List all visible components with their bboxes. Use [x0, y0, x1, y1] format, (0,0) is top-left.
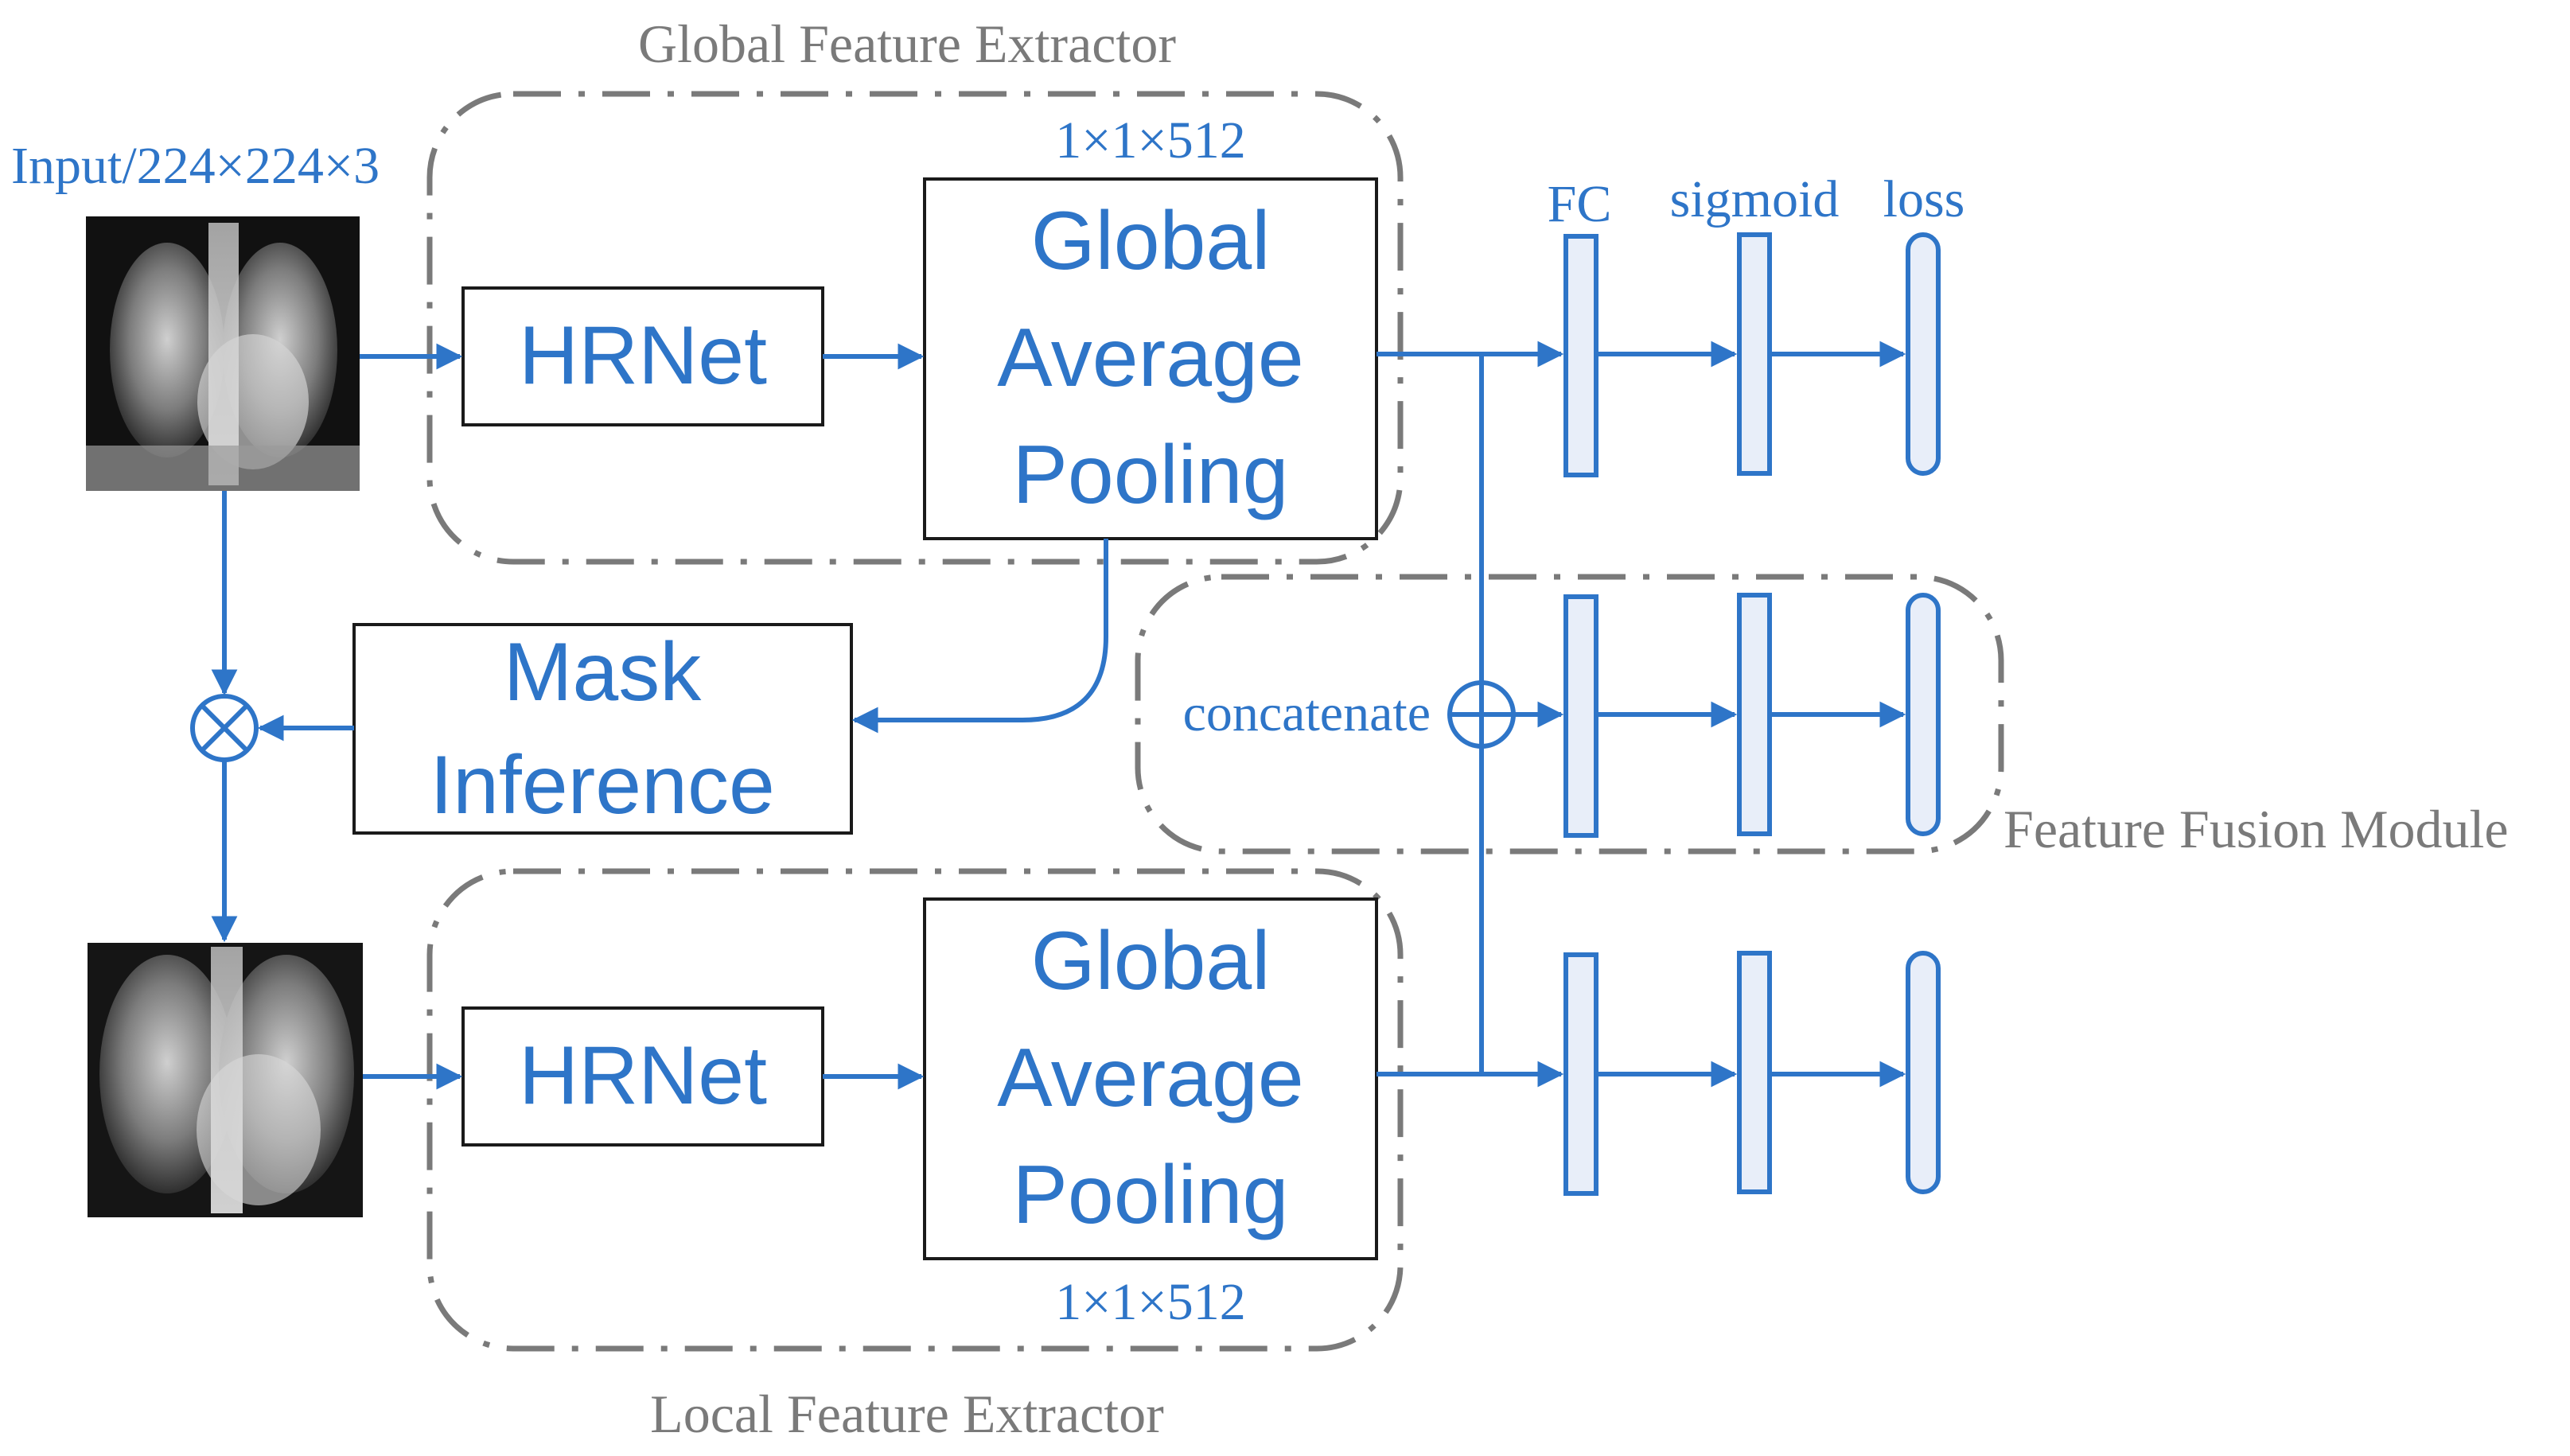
- loss-layer-fusion: [1906, 593, 1941, 836]
- fc-layer-local: [1563, 952, 1598, 1196]
- input-xray-image: [86, 216, 360, 491]
- mask-inference-line-1: Mask: [504, 626, 702, 718]
- global-extractor-group: [426, 91, 1404, 565]
- global-dim-label: 1×1×512: [1055, 111, 1245, 169]
- global-gap-box: [923, 177, 1378, 540]
- sigmoid-layer-local: [1737, 951, 1772, 1194]
- local-hrnet-box: [461, 1006, 824, 1147]
- global-hrnet-box: [461, 286, 824, 426]
- local-gap-line-3: Pooling: [1013, 1149, 1289, 1241]
- local-hrnet-label: HRNet: [519, 1030, 767, 1122]
- mask-inference-box: [352, 623, 853, 835]
- local-extractor-label: Local Feature Extractor: [650, 1384, 1164, 1444]
- cropped-xray-image: [88, 943, 363, 1217]
- multiply-operator: [190, 694, 259, 762]
- loss-label: loss: [1883, 170, 1965, 228]
- fc-layer-fusion: [1563, 594, 1598, 838]
- loss-layer-global: [1906, 232, 1941, 476]
- global-gap-line-2: Average: [997, 312, 1303, 404]
- arrow-gap-to-mask: [851, 539, 1108, 734]
- fc-label: FC: [1548, 175, 1612, 233]
- sigmoid-layer-fusion: [1737, 593, 1772, 836]
- fusion-module-label: Feature Fusion Module: [2003, 799, 2509, 859]
- local-gap-line-1: Global: [1031, 915, 1271, 1007]
- local-extractor-group: [426, 868, 1404, 1352]
- global-hrnet-label: HRNet: [519, 309, 767, 402]
- concatenate-label: concatenate: [1183, 684, 1431, 742]
- mask-inference-line-2: Inference: [430, 739, 775, 831]
- input-label: Input/224×224×3: [11, 137, 380, 195]
- local-gap-line-2: Average: [997, 1032, 1303, 1124]
- local-gap-box: [923, 897, 1378, 1260]
- fc-layer-global: [1563, 234, 1598, 477]
- sigmoid-layer-global: [1737, 232, 1772, 476]
- sigmoid-label: sigmoid: [1670, 170, 1840, 228]
- global-gap-line-1: Global: [1031, 195, 1271, 287]
- global-extractor-label: Global Feature Extractor: [638, 14, 1176, 74]
- local-dim-label: 1×1×512: [1055, 1273, 1245, 1331]
- global-gap-line-3: Pooling: [1013, 429, 1289, 521]
- loss-layer-local: [1906, 951, 1941, 1194]
